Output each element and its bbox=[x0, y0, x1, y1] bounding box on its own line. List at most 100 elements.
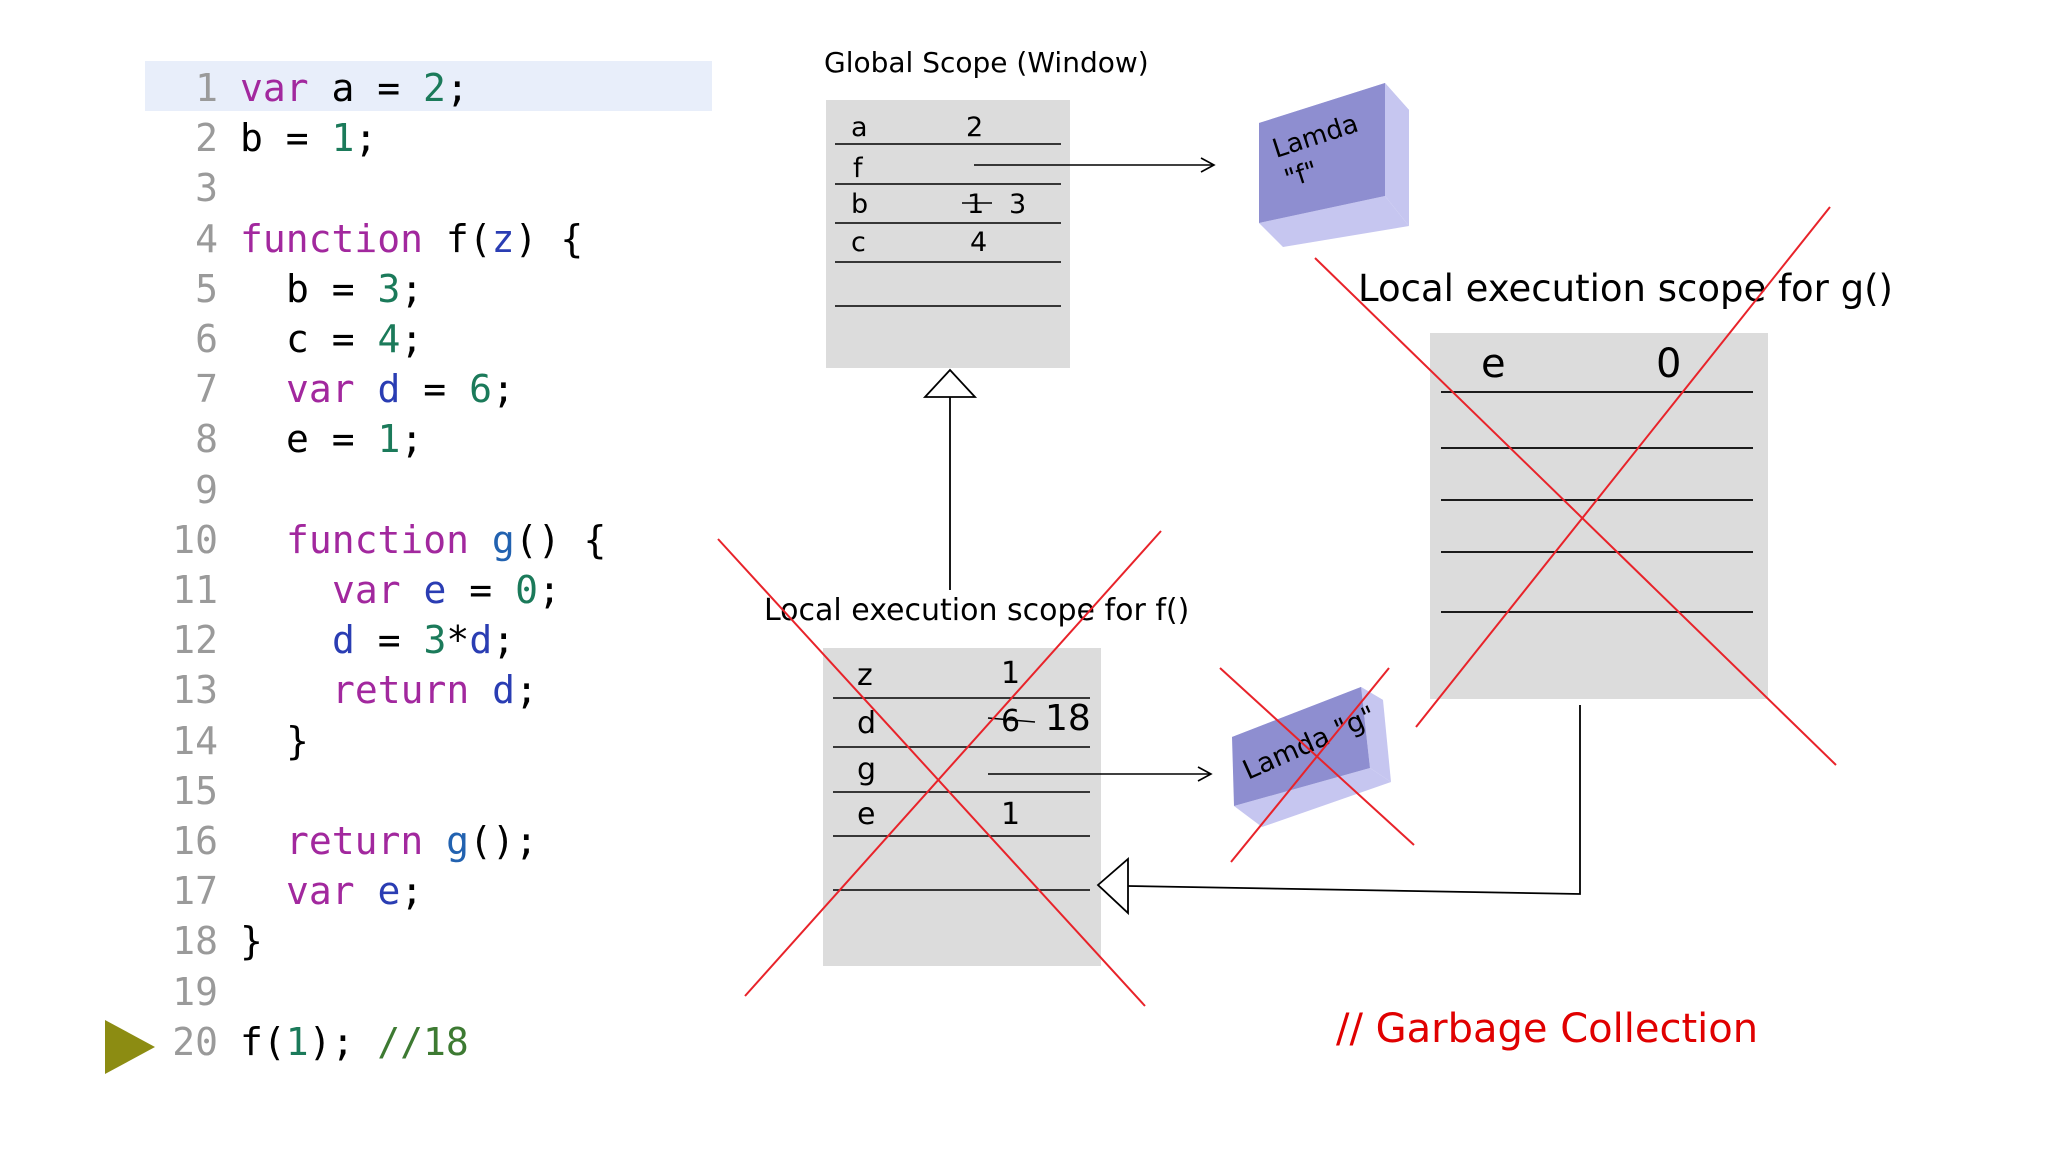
code-token: = bbox=[354, 618, 424, 663]
code-token: e bbox=[377, 869, 401, 914]
code-token bbox=[355, 367, 378, 411]
scope-f-row-d-value: 18 bbox=[1045, 698, 1091, 739]
code-token: e = bbox=[286, 417, 378, 462]
code-token: 1 bbox=[285, 1019, 309, 1064]
lamda-f-label-line1: Lamda bbox=[1269, 109, 1362, 165]
code-token: c = bbox=[286, 317, 378, 361]
line-number: 4 bbox=[195, 216, 218, 261]
line-number: 11 bbox=[172, 568, 218, 612]
scope-g-table bbox=[1430, 333, 1768, 699]
code-token: = bbox=[400, 367, 470, 412]
scope-f-row-e-name: e bbox=[857, 797, 876, 832]
line-number: 1 bbox=[195, 66, 218, 110]
line-number: 14 bbox=[172, 718, 218, 763]
code-token: } bbox=[240, 919, 263, 964]
code-token: d bbox=[332, 618, 355, 663]
code-token: 4 bbox=[377, 317, 401, 361]
line-number: 10 bbox=[172, 517, 218, 562]
code-token: (); bbox=[469, 819, 538, 863]
current-line-arrow-icon bbox=[105, 1020, 155, 1074]
code-token: 3 bbox=[377, 266, 401, 311]
code-token bbox=[469, 518, 492, 562]
code-token: return bbox=[286, 819, 424, 863]
code-token: 2 bbox=[423, 66, 446, 110]
global-row-f-name: f bbox=[853, 153, 863, 184]
code-line: 14} bbox=[150, 716, 309, 766]
code-token: d bbox=[377, 367, 401, 412]
code-token: z bbox=[491, 216, 515, 261]
lamda-f-cube-icon bbox=[1259, 83, 1409, 247]
line-number: 7 bbox=[195, 367, 218, 412]
scope-f-row-d-name: d bbox=[857, 706, 877, 741]
cross-lamda-g-b bbox=[1230, 667, 1390, 863]
scope-g-parent-arrow bbox=[1096, 705, 1581, 916]
lamda-f-label-line2: "f" bbox=[1281, 156, 1322, 195]
code-token: ; bbox=[400, 317, 424, 361]
code-token: ; bbox=[445, 66, 469, 110]
scope-f-row-e-value: 1 bbox=[1001, 797, 1021, 832]
code-line: 3 bbox=[150, 163, 240, 213]
code-line: 9 bbox=[150, 465, 240, 515]
code-token: function bbox=[286, 517, 470, 562]
global-row-b-old-value: 1 bbox=[967, 189, 985, 220]
code-token: var bbox=[286, 869, 355, 914]
line-number: 3 bbox=[195, 166, 218, 211]
scope-f-parent-arrow bbox=[922, 368, 978, 590]
highlighted-line bbox=[145, 61, 712, 111]
code-token: var bbox=[332, 568, 401, 612]
global-row-c-value: 4 bbox=[970, 227, 988, 258]
code-line: 20 f(1); //18 bbox=[150, 1017, 469, 1067]
code-token: ); bbox=[308, 1019, 378, 1064]
code-token: ; bbox=[354, 116, 378, 161]
scope-g-row-e-name: e bbox=[1481, 341, 1506, 387]
code-token bbox=[469, 668, 492, 712]
line-number: 12 bbox=[172, 618, 218, 663]
lamda-g-cube-icon bbox=[1232, 687, 1391, 827]
line-number: 2 bbox=[195, 116, 218, 161]
code-token: function bbox=[240, 216, 424, 261]
code-token: 1 bbox=[377, 417, 401, 462]
code-token: b = bbox=[240, 116, 332, 161]
cross-lamda-g-a bbox=[1219, 667, 1415, 846]
code-token: g bbox=[491, 517, 515, 562]
code-line: 19 bbox=[150, 967, 240, 1017]
code-token: return bbox=[332, 668, 470, 713]
code-token: d bbox=[469, 618, 493, 663]
scope-f-row-z-name: z bbox=[857, 658, 873, 693]
scope-f-row-z-value: 1 bbox=[1001, 656, 1021, 691]
code-token: * bbox=[446, 618, 470, 663]
code-token: d bbox=[492, 668, 516, 713]
code-token: ) { bbox=[514, 216, 584, 261]
code-token: f( bbox=[240, 1019, 286, 1064]
line-number: 18 bbox=[172, 919, 218, 964]
code-line: 15 bbox=[150, 766, 240, 816]
global-scope-title: Global Scope (Window) bbox=[824, 46, 1149, 79]
code-token: //18 bbox=[377, 1019, 469, 1064]
code-token: ; bbox=[492, 618, 516, 663]
line-number: 15 bbox=[172, 768, 218, 813]
code-token bbox=[401, 568, 424, 612]
code-token: b = bbox=[286, 266, 378, 311]
scope-f-title: Local execution scope for f() bbox=[764, 593, 1190, 628]
code-token: 1 bbox=[331, 116, 355, 161]
code-token: = bbox=[446, 568, 516, 612]
line-number: 20 bbox=[172, 1019, 218, 1064]
code-line: 2 b = 1; bbox=[150, 113, 377, 163]
code-line: 18} bbox=[150, 916, 263, 966]
code-token: 0 bbox=[515, 568, 538, 612]
global-row-b-value: 3 bbox=[1009, 189, 1027, 220]
code-token: ; bbox=[400, 266, 424, 311]
lamda-g-label: Lamda "g" bbox=[1238, 700, 1380, 786]
code-token: var bbox=[240, 66, 309, 110]
code-token: 6 bbox=[469, 367, 492, 412]
line-number: 9 bbox=[195, 467, 218, 512]
